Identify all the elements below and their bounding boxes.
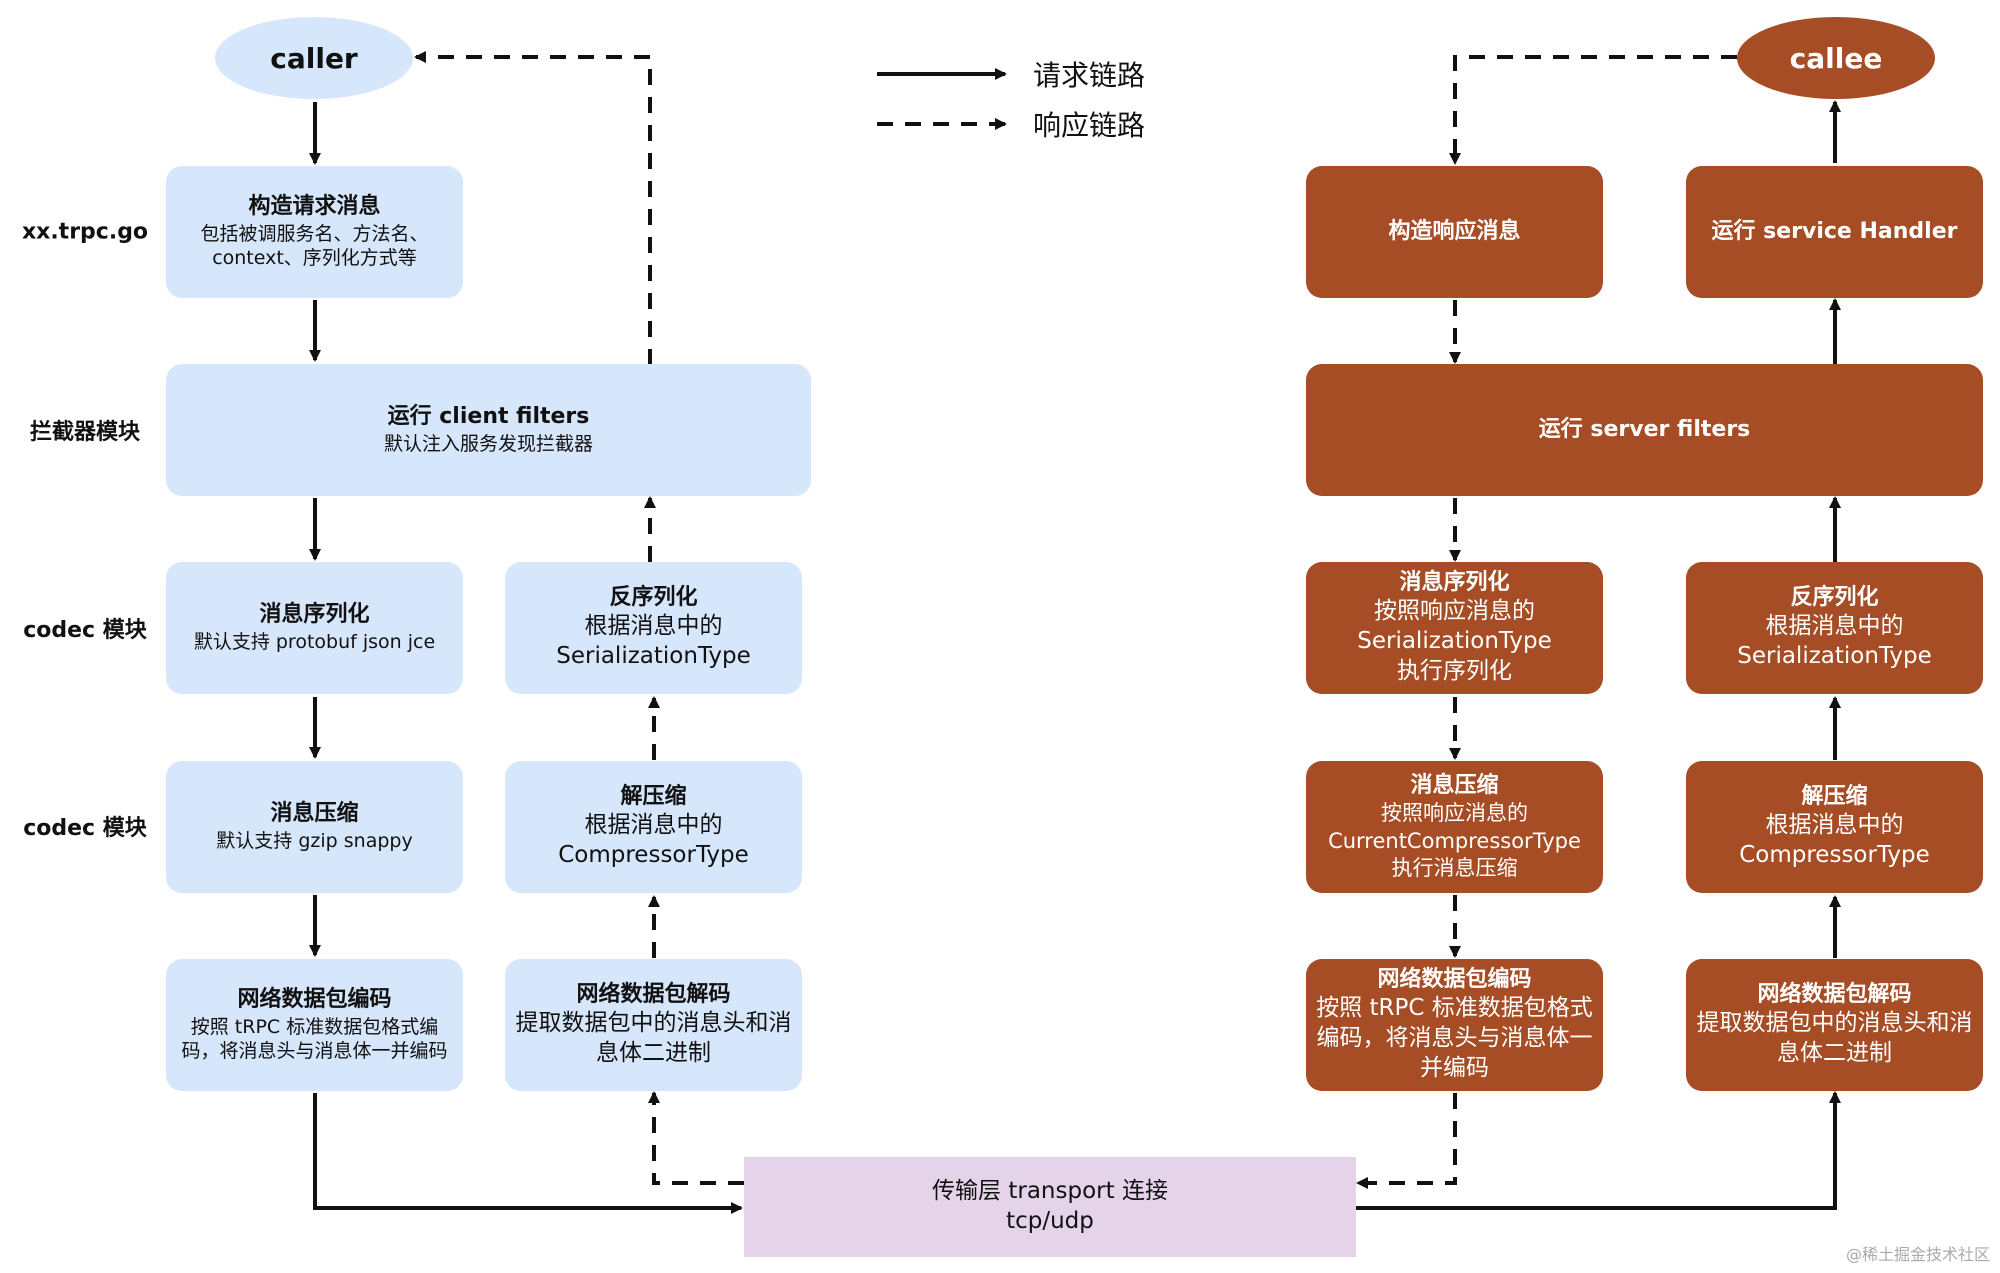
node-desc: 提取数据包中的消息头和消息体二进制 (515, 1010, 792, 1067)
arrow-transport-to-decode (648, 1091, 744, 1185)
node-desc: 根据消息中的 SerializationType (556, 613, 751, 670)
client-build-request: 构造请求消息 包括被调服务名、方法名、context、序列化方式等 (166, 166, 463, 298)
client-encode: 网络数据包编码 按照 tRPC 标准数据包格式编码，将消息头与消息体一并编码 (166, 959, 463, 1091)
server-encode: 网络数据包编码 按照 tRPC 标准数据包格式编码，将消息头与消息体一并编码 (1306, 959, 1603, 1091)
node-title: 消息序列化 (1399, 569, 1510, 595)
node-title: 网络数据包编码 (237, 987, 392, 1013)
node-desc: 默认支持 protobuf json jce (193, 630, 436, 653)
node-title: 消息序列化 (259, 602, 370, 628)
transport-title: 传输层 transport 连接 (932, 1178, 1168, 1205)
node-title: 解压缩 (1801, 783, 1868, 809)
node-title: 构造响应消息 (1388, 218, 1521, 244)
node-desc: 按照响应消息的 SerializationType 执行序列化 (1357, 598, 1552, 685)
client-compress: 消息压缩 默认支持 gzip snappy (166, 761, 463, 893)
legend-response-label: 响应链路 (1033, 109, 1146, 142)
row-label-stub: xx.trpc.go (21, 219, 149, 245)
arrow-filters-to-caller (414, 51, 652, 365)
server-decompress: 解压缩 根据消息中的 CompressorType (1686, 761, 1983, 893)
arrow-callee-to-build-response (1449, 55, 1737, 165)
client-decode: 网络数据包解码 提取数据包中的消息头和消息体二进制 (505, 959, 802, 1091)
node-title: 解压缩 (620, 783, 687, 809)
node-desc: 默认支持 gzip snappy (216, 829, 413, 852)
server-compress: 消息压缩 按照响应消息的 CurrentCompressorType 执行消息压… (1306, 761, 1603, 893)
node-title: 网络数据包解码 (1757, 981, 1912, 1007)
node-desc: 根据消息中的 SerializationType (1737, 613, 1932, 670)
transport-desc: tcp/udp (1006, 1208, 1094, 1234)
node-desc: 默认注入服务发现拦截器 (383, 432, 593, 455)
node-title: 反序列化 (1790, 584, 1879, 610)
server-handler: 运行 service Handler (1686, 166, 1983, 298)
transport-layer: 传输层 transport 连接 tcp/udp (744, 1157, 1356, 1257)
node-desc: 根据消息中的 CompressorType (558, 812, 749, 869)
client-filters: 运行 client filters 默认注入服务发现拦截器 (166, 364, 811, 496)
server-deserialize: 反序列化 根据消息中的 SerializationType (1686, 562, 1983, 694)
node-title: 消息压缩 (1410, 772, 1499, 798)
watermark: @稀土掘金技术社区 (1845, 1245, 1990, 1264)
server-serialize: 消息序列化 按照响应消息的 SerializationType 执行序列化 (1306, 562, 1603, 694)
caller-label: caller (270, 41, 358, 75)
node-desc: 包括被调服务名、方法名、context、序列化方式等 (200, 222, 429, 270)
node-title: 反序列化 (609, 584, 698, 610)
node-title: 运行 server filters (1538, 416, 1751, 442)
node-desc: 按照 tRPC 标准数据包格式编码，将消息头与消息体一并编码 (181, 1015, 448, 1063)
server-build-response: 构造响应消息 (1306, 166, 1603, 298)
arrow-transport-to-server-decode (1355, 1091, 1841, 1210)
legend-request-label: 请求链路 (1033, 59, 1146, 92)
node-desc: 提取数据包中的消息头和消息体二进制 (1696, 1010, 1973, 1067)
caller-node: caller (215, 17, 413, 99)
node-title: 运行 service Handler (1711, 218, 1958, 244)
node-title: 消息压缩 (270, 801, 359, 827)
node-title: 网络数据包解码 (576, 981, 731, 1007)
node-title: 网络数据包编码 (1377, 966, 1532, 992)
server-filters: 运行 server filters (1306, 364, 1983, 496)
row-label-codec-serialize: codec 模块 (23, 618, 147, 643)
row-label-filter: 拦截器模块 (29, 420, 140, 445)
row-label-codec-compress: codec 模块 (23, 816, 147, 841)
callee-node: callee (1737, 17, 1935, 99)
client-decompress: 解压缩 根据消息中的 CompressorType (505, 761, 802, 893)
server-decode: 网络数据包解码 提取数据包中的消息头和消息体二进制 (1686, 959, 1983, 1091)
client-serialize: 消息序列化 默认支持 protobuf json jce (166, 562, 463, 694)
client-deserialize: 反序列化 根据消息中的 SerializationType (505, 562, 802, 694)
node-desc: 按照 tRPC 标准数据包格式编码，将消息头与消息体一并编码 (1316, 995, 1593, 1082)
arrow-encode-to-transport (313, 1093, 743, 1214)
callee-label: callee (1789, 41, 1883, 75)
node-desc: 根据消息中的 CompressorType (1739, 812, 1930, 869)
node-title: 构造请求消息 (248, 194, 381, 220)
node-desc: 按照响应消息的 CurrentCompressorType 执行消息压缩 (1328, 801, 1581, 880)
arrow-server-encode-to-transport (1356, 1093, 1457, 1189)
node-title: 运行 client filters (387, 404, 590, 430)
